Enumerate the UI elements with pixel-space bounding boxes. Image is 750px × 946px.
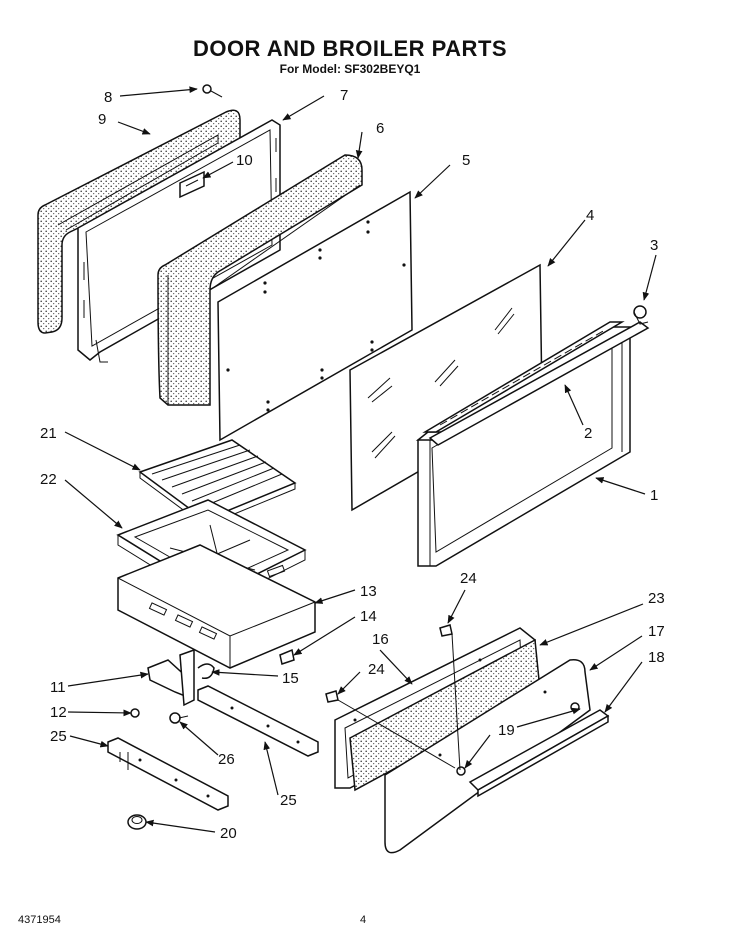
callout-9: 9 (98, 111, 106, 128)
callout-24b: 24 (368, 661, 385, 678)
callout-15: 15 (282, 670, 299, 687)
callout-17: 17 (648, 623, 665, 640)
callout-11: 11 (50, 679, 66, 696)
callout-22: 22 (40, 471, 57, 488)
callout-7: 7 (340, 87, 348, 104)
page-number: 4 (360, 914, 367, 926)
document-number: 4371954 (18, 914, 61, 926)
callout-5: 5 (462, 152, 470, 169)
part-10-clip (179, 170, 205, 199)
leader-lines (64, 86, 657, 833)
callout-18: 18 (648, 649, 665, 666)
callout-25a: 25 (50, 728, 67, 745)
callout-19: 19 (498, 722, 515, 739)
callout-10: 10 (236, 152, 253, 169)
part-12-plug (130, 708, 140, 718)
callout-1: 1 (650, 487, 658, 504)
part-13-broiler-drawer (117, 544, 316, 669)
part-1-outer-door-frame (415, 321, 631, 567)
callout-14: 14 (360, 608, 377, 625)
part-26-screw (169, 712, 189, 724)
callout-13: 13 (360, 583, 377, 600)
callout-3: 3 (650, 237, 658, 254)
callout-25b: 25 (280, 792, 297, 809)
part-3-door-handle (428, 305, 650, 446)
part-6-door-insulation (157, 154, 363, 406)
part-17-outer-drawer-panel (384, 659, 591, 854)
part-25-rail-lower (107, 737, 229, 811)
part-15-clip (197, 663, 215, 680)
callout-8: 8 (104, 89, 112, 106)
callout-20: 20 (220, 825, 237, 842)
callout-26: 26 (218, 751, 235, 768)
callout-6: 6 (376, 120, 384, 137)
callout-24a: 24 (460, 570, 477, 587)
part-14-screw (279, 648, 295, 665)
part-8-screw (202, 84, 223, 98)
model-subtitle: For Model: SF302BEYQ1 (279, 62, 421, 76)
part-18-drawer-handle (468, 709, 610, 798)
callout-labels: 8 7 9 6 10 5 4 3 2 1 21 22 13 24 23 14 1… (40, 87, 665, 842)
callout-16: 16 (372, 631, 389, 648)
callout-2: 2 (584, 425, 592, 442)
callout-21: 21 (40, 425, 57, 442)
part-11-bracket (147, 648, 195, 707)
callout-12: 12 (50, 704, 67, 721)
part-20-bumper (127, 814, 147, 830)
part-5-inner-door-panel (217, 190, 413, 442)
callout-23: 23 (648, 590, 665, 607)
page-title: DOOR AND BROILER PARTS (192, 36, 508, 61)
part-25-rail-upper (197, 685, 319, 757)
callout-4: 4 (586, 207, 594, 224)
